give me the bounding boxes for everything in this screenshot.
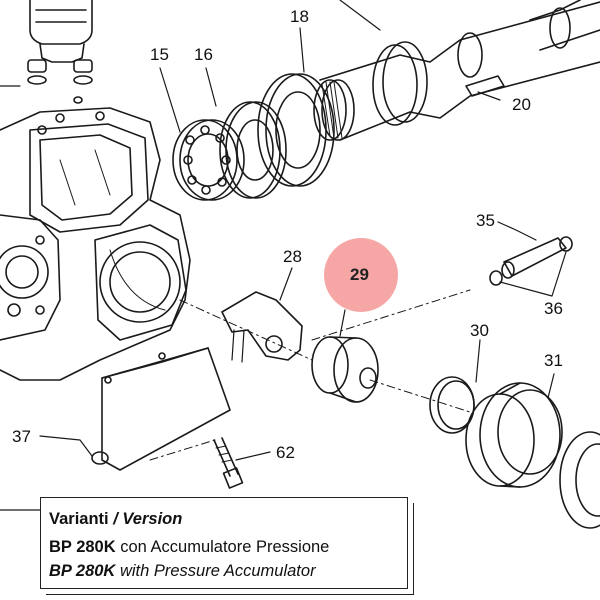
- label-20: 20: [512, 95, 531, 114]
- label-31: 31: [544, 351, 563, 370]
- part-28-connecting-rod: [221, 291, 303, 363]
- part-29-piston: [311, 336, 379, 403]
- part-31-cylinder: [465, 382, 600, 529]
- part-62-bolt: [213, 437, 244, 489]
- leader-lines: [0, 27, 567, 511]
- legend-model-it: BP 280K: [49, 538, 116, 556]
- label-29: 29: [350, 265, 369, 284]
- label-28: 28: [283, 247, 302, 266]
- pump-housing: [0, 107, 191, 381]
- part-16-ring: [219, 101, 287, 199]
- part-37-bracket: [91, 347, 231, 471]
- label-30: 30: [470, 321, 489, 340]
- legend-shadow: [46, 503, 414, 595]
- label-35: 35: [476, 211, 495, 230]
- label-36: 36: [544, 299, 563, 318]
- legend-model-en: BP 280K: [49, 562, 116, 580]
- legend-desc-en: with Pressure Accumulator: [119, 562, 316, 580]
- label-37: 37: [12, 427, 31, 446]
- label-18: 18: [290, 7, 309, 26]
- axis-lines: [149, 289, 471, 461]
- label-62: 62: [276, 443, 295, 462]
- legend-heading-en: Version: [122, 510, 183, 528]
- legend-row-en: BP 280K with Pressure Accumulator: [49, 562, 316, 581]
- part-36-washers: [489, 236, 573, 286]
- label-15: 15: [150, 45, 169, 64]
- part-29-highlight-circle: [324, 238, 398, 312]
- valve-fitting-assembly: [0, 0, 93, 104]
- legend-heading-it: Varianti: [49, 510, 109, 528]
- crankshaft: [313, 0, 600, 141]
- label-16: 16: [194, 45, 213, 64]
- legend-heading: Varianti / Version: [49, 510, 182, 529]
- legend-row-it: BP 280K con Accumulatore Pressione: [49, 538, 329, 557]
- part-35-piston-pin: [501, 237, 567, 279]
- part-20-pin: [465, 75, 505, 97]
- part-30-o-ring: [429, 376, 475, 434]
- legend-desc-it: con Accumulatore Pressione: [120, 538, 330, 556]
- version-legend-box: Varianti / Version BP 280K con Accumulat…: [40, 497, 408, 589]
- part-15-bearing: [172, 119, 245, 201]
- legend-separator: /: [113, 510, 118, 528]
